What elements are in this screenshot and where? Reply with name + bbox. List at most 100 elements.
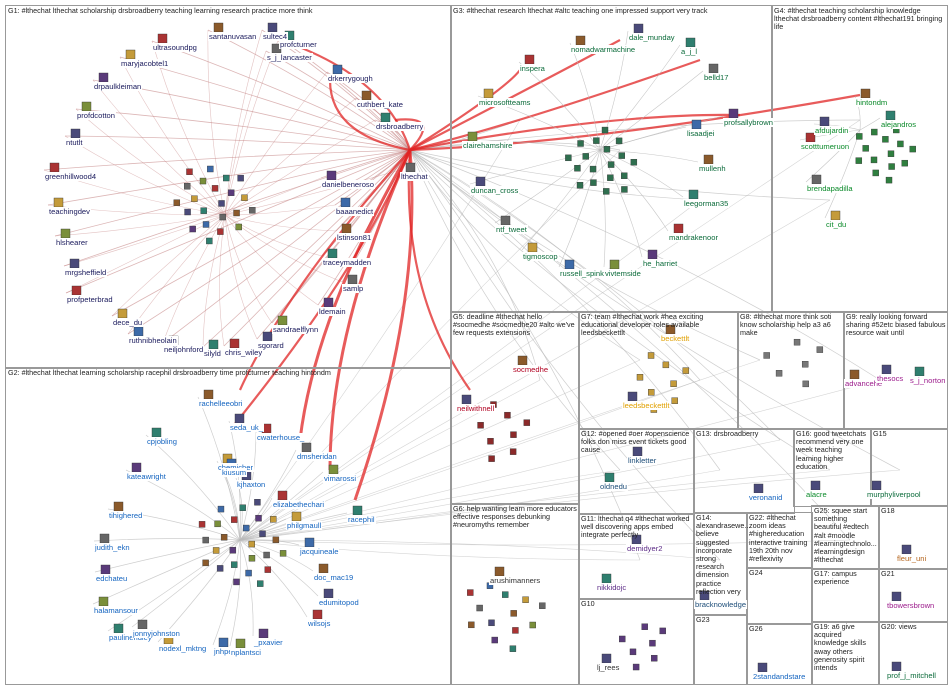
vertex-image[interactable]: [476, 604, 483, 612]
vertex-label[interactable]: racephil: [347, 515, 376, 524]
vertex-image[interactable]: [604, 472, 615, 483]
vertex-image[interactable]: [901, 544, 912, 555]
vertex-image[interactable]: [467, 131, 478, 142]
vertex-image[interactable]: [218, 200, 225, 207]
vertex-label[interactable]: elizabethechari: [272, 500, 326, 509]
vertex-image[interactable]: [173, 199, 181, 206]
vertex-image[interactable]: [509, 645, 517, 652]
vertex-image[interactable]: [576, 181, 584, 189]
vertex-image[interactable]: [231, 561, 238, 568]
vertex-label[interactable]: neilwithnell: [456, 404, 496, 413]
vertex-image[interactable]: [909, 145, 916, 153]
vertex-image[interactable]: [524, 54, 535, 65]
vertex-label[interactable]: sandraelflynn: [272, 325, 320, 334]
vertex-label[interactable]: ultrasoundpg: [152, 43, 198, 52]
vertex-label[interactable]: seda_uk_: [229, 423, 264, 432]
vertex-image[interactable]: [574, 165, 581, 172]
vertex-image[interactable]: [483, 88, 494, 99]
vertex-label[interactable]: mrgsheffield: [64, 268, 108, 277]
vertex-image[interactable]: [200, 207, 207, 214]
vertex-label[interactable]: halamansour: [93, 606, 139, 615]
vertex-image[interactable]: [577, 140, 584, 147]
vertex-image[interactable]: [249, 207, 256, 214]
vertex-image[interactable]: [502, 591, 509, 598]
vertex-image[interactable]: [207, 165, 214, 173]
vertex-image[interactable]: [213, 22, 224, 33]
vertex-label[interactable]: ruthnibheolain: [128, 336, 178, 345]
vertex-label[interactable]: nodexl_mktng: [158, 644, 208, 653]
vertex-label[interactable]: chemicher: [217, 463, 255, 472]
vertex-image[interactable]: [619, 635, 626, 643]
vertex-image[interactable]: [218, 637, 229, 648]
vertex-image[interactable]: [208, 339, 219, 350]
vertex-image[interactable]: [301, 442, 312, 453]
vertex-image[interactable]: [494, 566, 505, 577]
vertex-image[interactable]: [763, 352, 770, 359]
vertex-image[interactable]: [216, 565, 224, 572]
vertex-image[interactable]: [881, 364, 892, 375]
vertex-label[interactable]: kateawright: [126, 472, 167, 481]
vertex-image[interactable]: [885, 176, 893, 184]
vertex-image[interactable]: [217, 228, 224, 235]
vertex-image[interactable]: [184, 183, 191, 190]
vertex-label[interactable]: afdujardin: [814, 126, 850, 135]
vertex-label[interactable]: 2standandstare: [752, 672, 807, 681]
vertex-image[interactable]: [882, 136, 889, 143]
vertex-label[interactable]: belld17: [703, 73, 730, 82]
vertex-image[interactable]: [477, 422, 484, 429]
vertex-label[interactable]: linkletter: [627, 456, 658, 465]
vertex-image[interactable]: [98, 596, 109, 607]
vertex-label[interactable]: lstinson81: [336, 233, 373, 242]
vertex-image[interactable]: [801, 361, 809, 368]
vertex-image[interactable]: [53, 197, 64, 208]
vertex-label[interactable]: dale_munday: [628, 33, 676, 42]
vertex-label[interactable]: cuthbert_kate: [356, 100, 405, 109]
vertex-image[interactable]: [254, 499, 261, 506]
vertex-label[interactable]: clairehamshire: [462, 141, 514, 150]
vertex-image[interactable]: [633, 23, 644, 34]
vertex-image[interactable]: [811, 174, 822, 185]
vertex-image[interactable]: [229, 547, 237, 554]
vertex-image[interactable]: [262, 331, 273, 342]
vertex-image[interactable]: [636, 374, 644, 381]
vertex-label[interactable]: ntutlt: [65, 138, 84, 147]
vertex-image[interactable]: [71, 285, 82, 296]
vertex-image[interactable]: [500, 215, 511, 226]
vertex-image[interactable]: [475, 176, 486, 187]
vertex-image[interactable]: [891, 661, 902, 672]
vertex-image[interactable]: [641, 623, 648, 630]
vertex-image[interactable]: [673, 223, 684, 234]
vertex-image[interactable]: [137, 619, 148, 630]
vertex-label[interactable]: duncan_cross: [470, 186, 520, 195]
vertex-image[interactable]: [802, 380, 809, 388]
vertex-image[interactable]: [113, 501, 124, 512]
vertex-label[interactable]: tigmoscop: [522, 252, 559, 261]
vertex-label[interactable]: russell_spink: [559, 269, 605, 278]
vertex-image[interactable]: [607, 161, 615, 168]
vertex-image[interactable]: [488, 455, 495, 462]
vertex-label[interactable]: _pxavier: [253, 638, 284, 647]
vertex-image[interactable]: [100, 564, 111, 575]
vertex-image[interactable]: [239, 504, 246, 511]
vertex-label[interactable]: tbowersbrown: [886, 601, 936, 610]
vertex-image[interactable]: [211, 185, 219, 192]
vertex-label[interactable]: murphyliverpool: [866, 490, 922, 499]
vertex-image[interactable]: [685, 37, 696, 48]
vertex-image[interactable]: [775, 370, 783, 377]
vertex-image[interactable]: [671, 397, 678, 404]
vertex-image[interactable]: [242, 524, 250, 532]
vertex-label[interactable]: nomadwarmachine: [570, 45, 637, 54]
vertex-image[interactable]: [323, 297, 334, 308]
vertex-image[interactable]: [888, 163, 895, 170]
vertex-image[interactable]: [523, 419, 531, 426]
vertex-image[interactable]: [601, 126, 609, 134]
vertex-image[interactable]: [186, 168, 193, 175]
vertex-image[interactable]: [491, 636, 498, 644]
vertex-image[interactable]: [517, 355, 528, 366]
vertex-label[interactable]: sgorard: [257, 341, 285, 350]
vertex-image[interactable]: [60, 228, 71, 239]
vertex-label[interactable]: judith_ekn: [94, 543, 131, 552]
vertex-image[interactable]: [380, 112, 391, 123]
vertex-label[interactable]: scotttumeruon: [800, 142, 851, 151]
vertex-label[interactable]: lthechat: [400, 172, 429, 181]
